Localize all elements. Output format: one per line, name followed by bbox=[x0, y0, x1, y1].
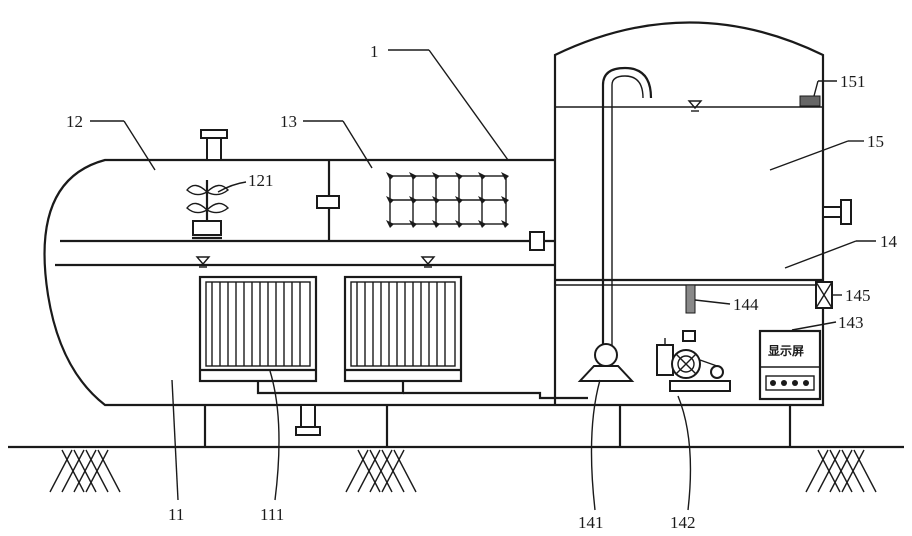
label-111: 111 bbox=[260, 505, 284, 524]
level-marker-2 bbox=[420, 256, 436, 268]
level-sensor-151-icon bbox=[799, 95, 821, 107]
label-14: 14 bbox=[880, 232, 898, 251]
blower-142-icon bbox=[656, 330, 731, 392]
leader-lines bbox=[90, 49, 876, 511]
label-145: 145 bbox=[845, 286, 871, 305]
membrane-module-left bbox=[198, 275, 318, 383]
vertical-tank-outline bbox=[553, 21, 825, 407]
top-vent bbox=[200, 129, 228, 161]
label-142: 142 bbox=[670, 513, 696, 532]
suction-line-to-pump bbox=[403, 391, 588, 400]
horizontal-vessel-outline bbox=[43, 158, 555, 407]
suction-header-pipe bbox=[256, 381, 405, 395]
biofilm-grid-icon bbox=[386, 172, 509, 228]
aerator-icon bbox=[186, 180, 230, 240]
ground-hatch-3 bbox=[805, 449, 877, 493]
control-panel-143 bbox=[758, 329, 822, 401]
label-141: 141 bbox=[578, 513, 604, 532]
sensor-144-icon bbox=[685, 284, 696, 314]
label-11: 11 bbox=[168, 505, 184, 524]
label-151: 151 bbox=[840, 72, 866, 91]
riser-pipe-inner bbox=[611, 75, 644, 350]
drain-valve bbox=[295, 404, 321, 436]
label-144: 144 bbox=[733, 295, 759, 314]
display-screen-label: 显示屏 bbox=[768, 344, 804, 358]
label-1: 1 bbox=[370, 42, 379, 61]
valve-145-icon bbox=[815, 281, 833, 309]
label-12: 12 bbox=[66, 112, 83, 131]
riser-pipe-outer bbox=[601, 66, 653, 350]
tank-15-outlet bbox=[822, 199, 852, 225]
connector-valve-12-13 bbox=[316, 195, 340, 209]
label-121: 121 bbox=[248, 171, 274, 190]
label-143: 143 bbox=[838, 313, 864, 332]
level-marker-3 bbox=[687, 100, 703, 112]
connector-valve-right bbox=[529, 231, 545, 251]
label-13: 13 bbox=[280, 112, 297, 131]
membrane-module-right bbox=[343, 275, 463, 383]
level-marker-1 bbox=[195, 256, 211, 268]
support-legs bbox=[203, 405, 792, 447]
pump-141-icon bbox=[577, 343, 635, 382]
label-15: 15 bbox=[867, 132, 884, 151]
ground-hatch-1 bbox=[49, 449, 121, 493]
ground-hatch-2 bbox=[345, 449, 417, 493]
